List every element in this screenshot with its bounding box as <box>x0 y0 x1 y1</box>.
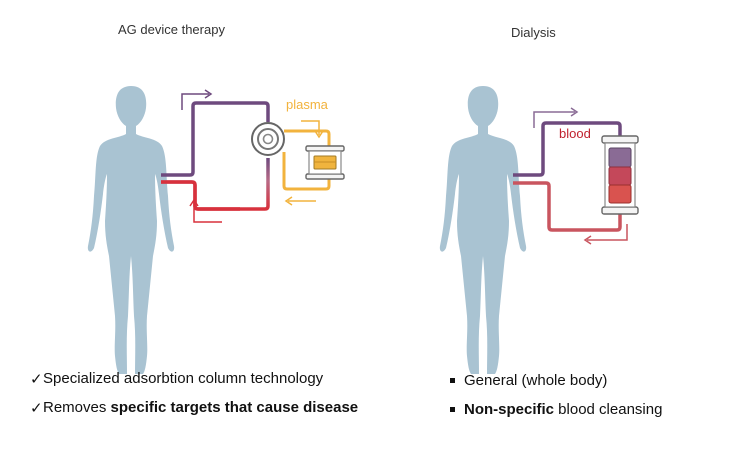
return-line-right <box>513 181 622 232</box>
bullet-text: blood cleansing <box>554 401 663 418</box>
bullet-emphasis: specific targets that cause disease <box>110 399 359 416</box>
patient-silhouette-left <box>87 86 175 374</box>
plasma-separator-icon <box>251 122 285 156</box>
square-bullet-icon <box>450 407 455 412</box>
flow-arrows-left <box>181 89 324 223</box>
plasma-label: plasma <box>286 97 329 112</box>
bullet-emphasis: Non-specific <box>464 401 555 418</box>
venous-line-left <box>161 101 270 177</box>
list-item: General (whole body) <box>449 366 662 395</box>
dialyzer-column-icon <box>601 135 639 215</box>
patient-silhouette-right <box>439 86 527 374</box>
dialysis-title: Dialysis <box>511 25 556 40</box>
checkmark-icon: ✓ <box>30 370 43 388</box>
arterial-line-left-lower <box>161 180 240 211</box>
dialysis-features-list: General (whole body) Non-specific blood … <box>449 366 662 424</box>
bullet-text: Removes <box>43 399 111 416</box>
blood-label: blood <box>559 126 591 141</box>
adsorption-column-icon <box>305 145 345 180</box>
bullet-text: Specialized adsorbtion column technology <box>43 370 324 387</box>
list-item: Non-specific blood cleansing <box>449 395 662 424</box>
square-bullet-icon <box>450 378 455 383</box>
flow-arrows-right <box>533 107 628 245</box>
ag-therapy-panel: plasma <box>87 86 345 374</box>
checkmark-icon: ✓ <box>30 399 43 417</box>
plasma-return-line <box>282 152 331 191</box>
bullet-text: General (whole body) <box>464 372 608 389</box>
list-item: ✓ Removes specific targets that cause di… <box>30 393 358 422</box>
ag-therapy-benefits-list: ✓ Specialized adsorbtion column technolo… <box>30 364 358 422</box>
dialysis-panel: blood <box>439 86 639 374</box>
ag-therapy-title: AG device therapy <box>118 22 225 37</box>
venous-line-right <box>513 121 622 177</box>
plasma-out-line <box>284 129 331 146</box>
list-item: ✓ Specialized adsorbtion column technolo… <box>30 364 358 393</box>
